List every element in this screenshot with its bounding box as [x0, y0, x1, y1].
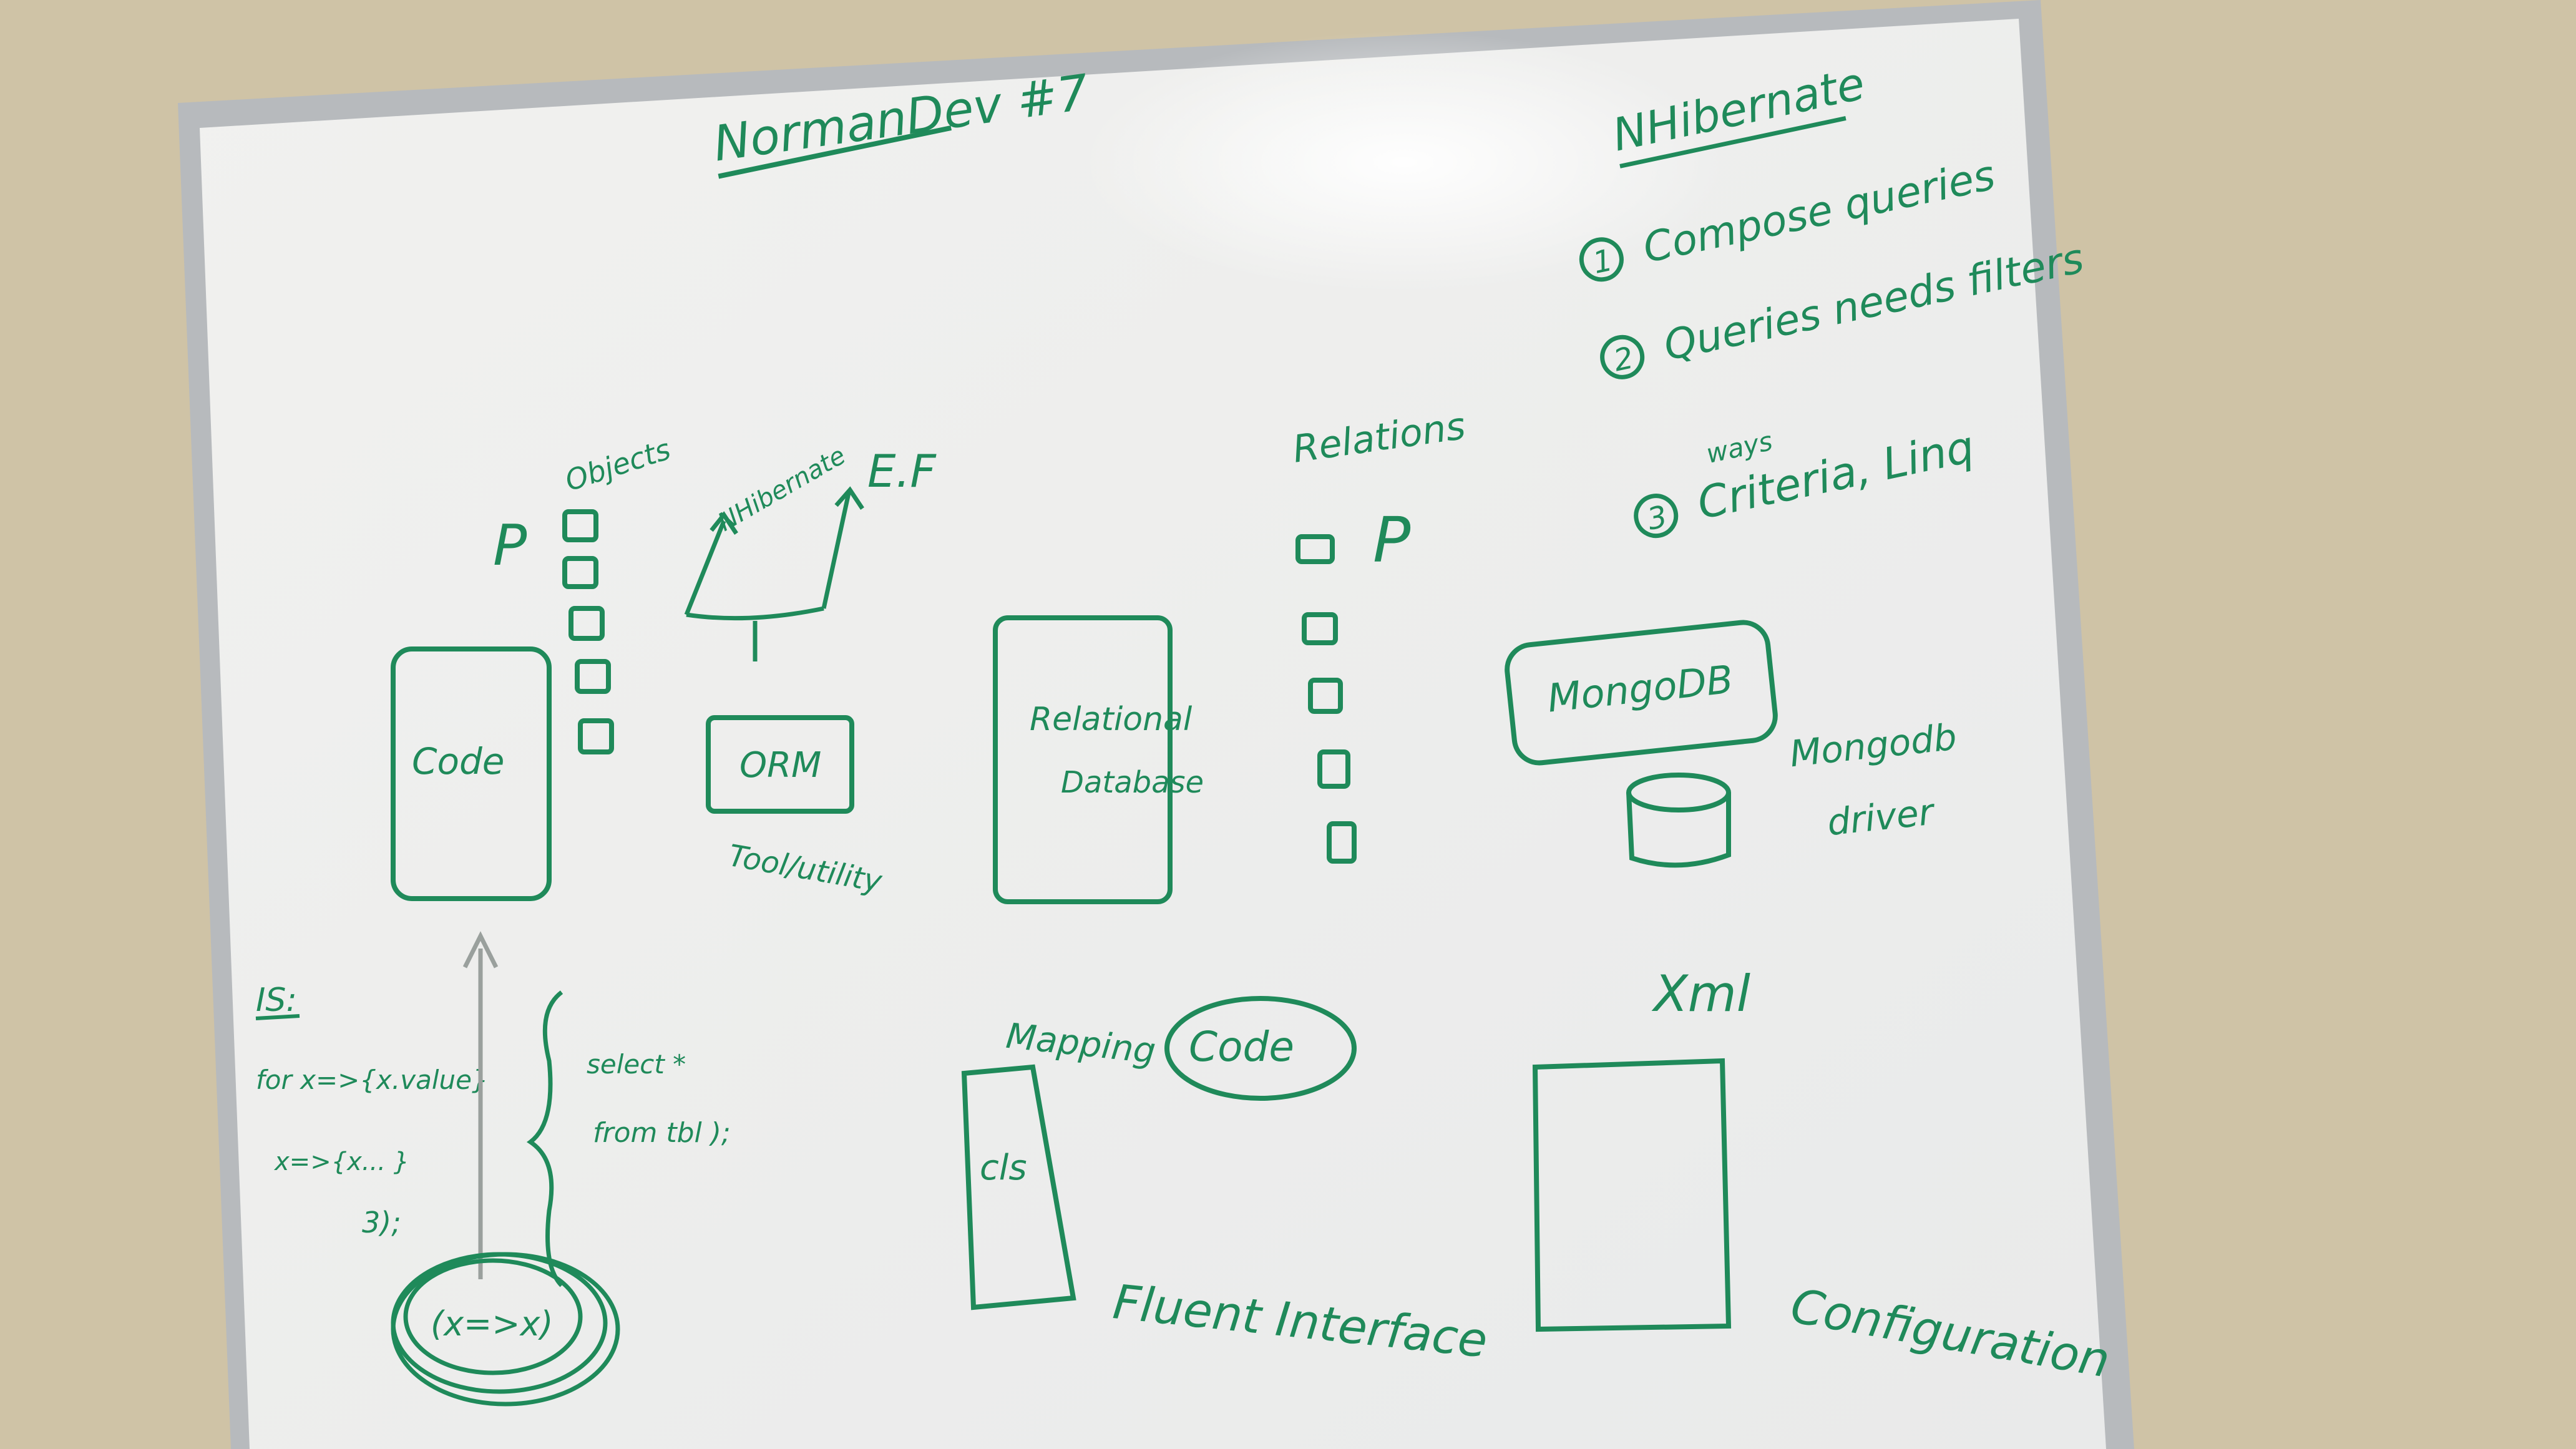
cls-box	[961, 1064, 1076, 1310]
select-line-2: from tbl );	[593, 1117, 731, 1149]
orm-branch-lines	[684, 492, 851, 661]
code-line-3: 3);	[362, 1206, 401, 1239]
relation-squares	[1295, 534, 1357, 864]
xml-label: Xml	[1651, 965, 1750, 1023]
relations-p-label: P	[1373, 504, 1411, 577]
light-glare	[1080, 31, 1729, 293]
object-squares	[562, 509, 614, 754]
code-box	[391, 646, 552, 901]
relational-db-label-1: Relational	[1030, 701, 1193, 738]
lambda-label: (x=>x)	[431, 1304, 554, 1344]
orm-box	[706, 715, 854, 814]
code-line-2: x=>{x... }	[273, 1148, 409, 1176]
relational-db-label-2: Database	[1061, 765, 1204, 800]
lambda-scribble	[391, 1252, 620, 1407]
mongodb-box	[1505, 620, 1778, 766]
orm-box-label: ORM	[739, 745, 821, 786]
cls-box-label: cls	[980, 1148, 1027, 1188]
xml-config-box	[1532, 1058, 1732, 1332]
curly-brace	[526, 990, 564, 1287]
code-box-label: Code	[412, 740, 504, 783]
code-line-1: for x=>{x.value}	[256, 1065, 489, 1095]
p-label: P	[493, 513, 527, 578]
relational-db-box	[993, 615, 1173, 904]
orm-arrowheads	[710, 486, 864, 535]
ef-label: E.F	[867, 445, 937, 497]
database-cylinder-icon	[1626, 773, 1731, 868]
up-arrow	[462, 931, 499, 1279]
select-line-1: select *	[587, 1049, 686, 1080]
code-circled-label: Code	[1189, 1023, 1294, 1071]
is-label: IS:	[256, 982, 297, 1019]
code-circle	[1164, 996, 1357, 1101]
